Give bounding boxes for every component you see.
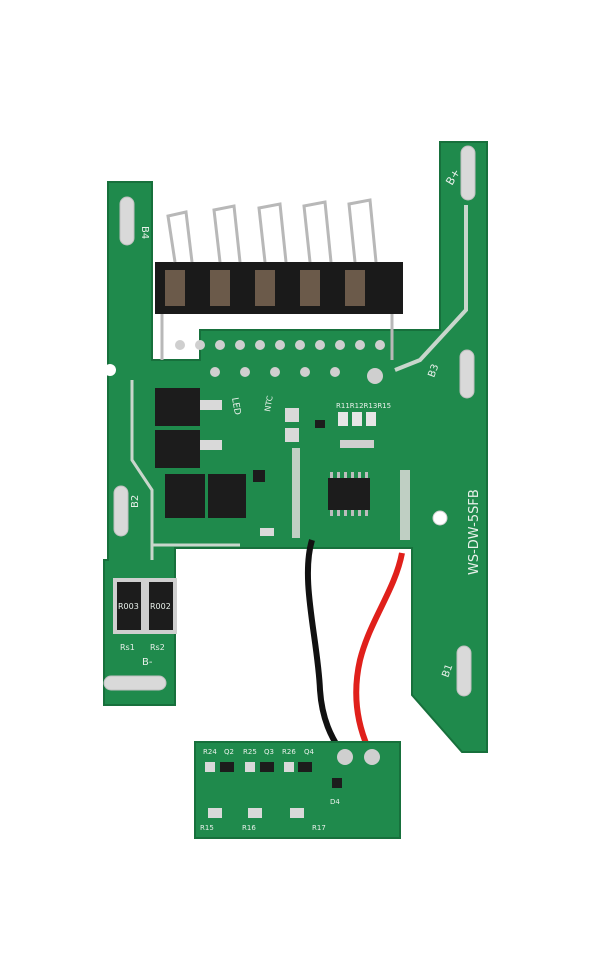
label-r17: R17 [312,824,326,832]
sub-board-pad-red [364,749,380,765]
mosfet-1 [155,388,200,426]
label-ntc: NTC [263,395,275,413]
label-r26: R26 [282,748,296,756]
mosfet-3 [165,474,205,518]
slot-b3 [459,349,475,399]
mosfet-4 [208,474,246,518]
notch-hole [104,364,116,376]
label-b4: B4 [139,226,150,239]
label-r24: R24 [203,748,217,756]
slot-b1 [456,645,472,697]
terminal-connector [155,198,403,360]
label-q3: Q3 [264,748,274,756]
mount-hole [432,510,448,526]
slot-b4 [119,196,135,246]
label-b1: B1 [440,663,455,679]
trace-b2 [130,380,154,560]
ic-pins [330,472,368,516]
label-r002: R002 [150,602,171,611]
red-wire [353,552,405,750]
label-b2: B2 [130,495,141,508]
shunt-resistor-rs1 [113,578,145,634]
label-r003: R003 [118,602,139,611]
tab-pad-1 [200,400,222,410]
slot-b2 [113,485,129,537]
smd-components [253,408,410,540]
label-q2: Q2 [224,748,234,756]
label-b-minus: B- [142,657,153,668]
tab-pad-2 [200,440,222,450]
sub-board-pad-black [337,749,353,765]
label-model: WS-DW-5SFB [467,489,482,575]
label-led: LED [229,397,242,416]
main-ic [328,478,370,510]
black-wire [304,539,343,752]
label-r11-r15: R11R12R13R15 [336,402,391,410]
label-b3: B3 [426,363,441,379]
slot-b-minus [103,675,167,691]
solder-row [175,340,385,384]
label-r16: R16 [242,824,256,832]
label-r25: R25 [243,748,257,756]
label-rs1: Rs1 [120,643,135,652]
sub-board-components [205,762,342,818]
label-r15: R15 [200,824,214,832]
label-d4: D4 [330,798,340,806]
shunt-resistor-rs2 [145,578,177,634]
mosfet-2 [155,430,200,468]
trace-b-plus [394,205,468,372]
label-rs2: Rs2 [150,643,165,652]
slot-b-plus [460,145,476,201]
label-q4: Q4 [304,748,315,756]
